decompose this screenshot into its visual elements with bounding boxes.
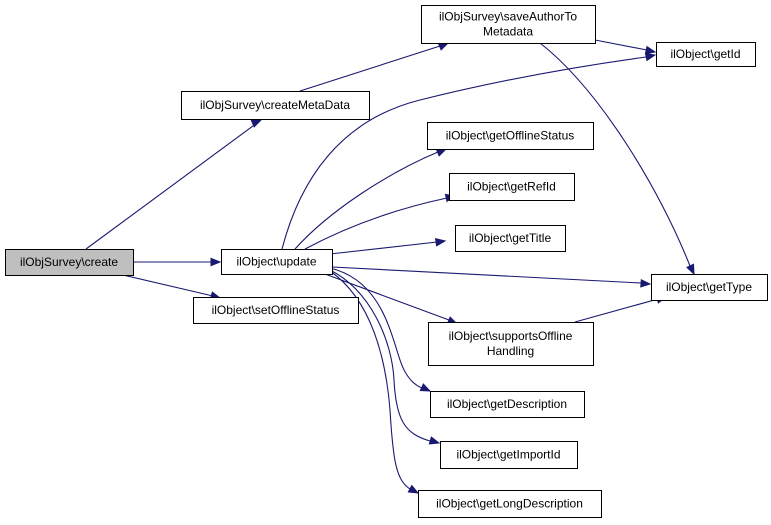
node-label: ilObject\setOfflineStatus [212,303,340,317]
node-createMetaData[interactable]: ilObjSurvey\createMetaData [181,91,370,120]
node-getTitle[interactable]: ilObject\getTitle [455,225,566,252]
node-box[interactable] [5,249,134,276]
node-box[interactable] [181,91,370,120]
edge-line [539,42,691,267]
edge-arrowhead [210,257,222,267]
edge-create-to-createMetaData [85,119,263,250]
edge-line [329,269,431,442]
node-box[interactable] [430,391,585,418]
node-setOfflineStatus[interactable]: ilObject\setOfflineStatus [193,297,359,324]
edges [85,39,695,494]
node-box[interactable] [418,490,602,518]
edge-create-to-setOfflineStatus [122,274,222,300]
edge-arrowhead [407,484,420,494]
node-label: ilObject\getId [670,47,740,61]
edge-update-to-getImportId [329,269,441,445]
edge-line [331,266,642,284]
edge-update-to-getTitle [329,238,447,255]
node-label: ilObjSurvey\create [20,255,118,269]
edge-line [281,56,647,250]
edge-update-to-getOfflineStatus [294,148,448,250]
node-box[interactable] [421,5,596,44]
node-label: ilObjSurvey\saveAuthorTo [439,10,577,24]
node-label: ilObject\getTitle [469,231,552,245]
edge-line [574,298,659,323]
edge-line [594,39,648,51]
edge-update-to-getDescription [329,267,432,392]
node-box[interactable] [193,297,359,324]
edge-create-to-update [133,257,222,267]
node-update[interactable]: ilObject\update [221,249,333,275]
node-box[interactable] [427,122,594,150]
node-box[interactable] [449,173,575,201]
node-box[interactable] [221,249,333,275]
node-getOfflineStatus[interactable]: ilObject\getOfflineStatus [427,122,594,150]
edge-line [329,241,438,255]
node-getRefId[interactable]: ilObject\getRefId [449,173,575,201]
edge-arrowhead [644,45,657,55]
node-getLongDescription[interactable]: ilObject\getLongDescription [418,490,602,518]
node-label: ilObject\getLongDescription [436,497,583,511]
edge-arrowhead [250,119,263,128]
node-label: ilObject\supportsOffline [449,329,573,343]
edge-arrowhead [434,238,447,247]
edge-update-to-getRefId [304,193,457,250]
edge-arrowhead [428,436,441,445]
node-getId[interactable]: ilObject\getId [656,42,756,67]
edge-line [299,45,441,92]
node-label: Metadata [483,25,533,39]
node-label: ilObject\getType [666,280,752,294]
node-box[interactable] [428,322,594,366]
node-label: ilObject\getRefId [467,180,556,194]
nodes: ilObjSurvey\create ilObjSurvey\createMeta… [5,5,768,518]
node-box[interactable] [455,225,566,252]
edge-arrowhead [435,148,448,157]
edge-arrowhead [644,52,657,62]
node-getDescription[interactable]: ilObject\getDescription [430,391,585,418]
node-create[interactable]: ilObjSurvey\create [5,249,134,276]
edge-line [324,273,450,321]
edge-update-to-getType [331,266,652,288]
edge-line [85,122,258,250]
edge-saveAuthor-to-getId [594,39,657,55]
node-box[interactable] [656,42,756,67]
edge-arrowhead [640,278,652,288]
edge-update-to-getId [281,52,657,250]
edge-createMetaData-to-saveAuthor [299,42,450,92]
node-box[interactable] [440,441,578,469]
node-label: ilObjSurvey\createMetaData [200,98,350,112]
node-box[interactable] [651,274,768,301]
edge-line [122,274,214,297]
node-getType[interactable]: ilObject\getType [651,274,768,301]
edge-arrowhead [686,263,695,276]
node-label: Handling [487,344,534,358]
edge-arrowhead [419,383,432,392]
edge-saveAuthor-to-getType [539,42,695,276]
node-label: ilObject\getDescription [447,397,567,411]
edge-line [304,197,448,250]
node-label: ilObject\getOfflineStatus [446,129,575,143]
node-getImportId[interactable]: ilObject\getImportId [440,441,578,469]
edge-line [294,151,439,250]
node-label: ilObject\update [236,255,316,269]
edge-line [329,267,423,389]
edge-arrowhead [437,42,450,51]
node-label: ilObject\getImportId [456,448,560,462]
